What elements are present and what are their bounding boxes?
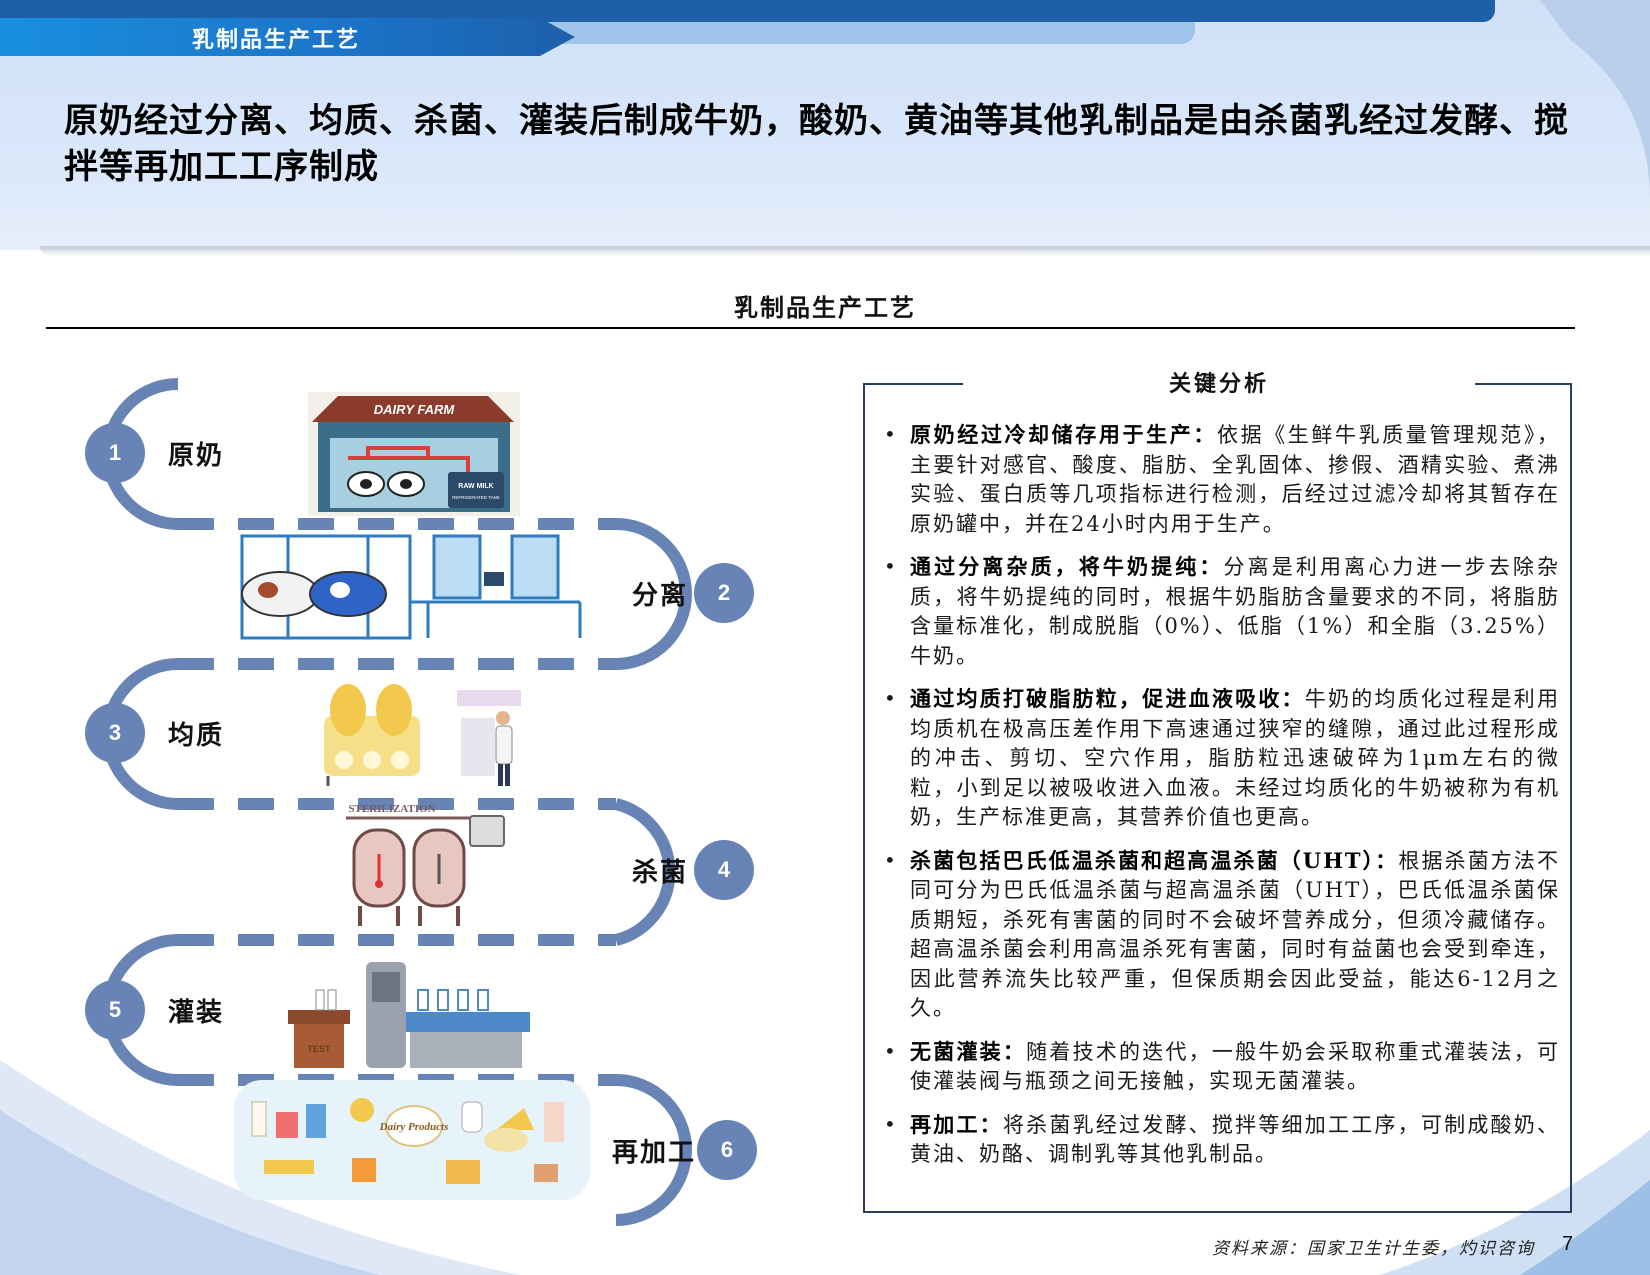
sterilization-label: STERILIZATION [348, 803, 435, 815]
analysis-item-separation: 通过分离杂质，将牛奶提纯：分离是利用离心力进一步去除杂质，将牛奶提纯的同时，根据… [880, 552, 1560, 671]
analysis-item-lead: 通过分离杂质，将牛奶提纯： [910, 554, 1224, 579]
section-tag-label: 乳制品生产工艺 [192, 27, 361, 53]
step-6-label: 再加工 [612, 1138, 697, 1168]
step-1-label: 原奶 [168, 441, 225, 471]
analysis-item-lead: 原奶经过冷却储存用于生产： [910, 422, 1217, 447]
section-tag [0, 18, 575, 56]
analysis-item-raw-milk: 原奶经过冷却储存用于生产：依据《生鲜牛乳质量管理规范》，主要针对感官、酸度、脂肪… [880, 420, 1560, 539]
analysis-item-lead: 杀菌包括巴氏低温杀菌和超高温杀菌（UHT）： [910, 847, 1399, 873]
process-flow: 1 原奶 2 分离 3 均质 4 杀菌 5 灌装 6 再加工 DAIRY FAR… [0, 340, 800, 1240]
step-2-label: 分离 [632, 581, 689, 611]
analysis-item-text: 分离是利用离心力进一步去除杂质，将牛奶提纯的同时，根据牛奶脂肪含量要求的不同，将… [910, 555, 1560, 668]
step-5-number: 5 [85, 980, 145, 1040]
analysis-item-filling: 无菌灌装：随着技术的迭代，一般牛奶会采取称重式灌装法，可使灌装阀与瓶颈之间无接触… [880, 1037, 1560, 1097]
top-accent-bar [0, 0, 1495, 22]
separation-illustration [240, 534, 582, 640]
step-3-label: 均质 [168, 721, 225, 751]
step-1-number: 1 [85, 423, 145, 483]
header-shadow [40, 246, 1650, 256]
analysis-title: 关键分析 [1168, 371, 1269, 397]
step-5-label: 灌装 [168, 998, 225, 1028]
step-3-number: 3 [85, 703, 145, 763]
analysis-item-homogenization: 通过均质打破脂肪粒，促进血液吸收：牛奶的均质化过程是利用均质机在极高压差作用下高… [880, 684, 1560, 833]
homogenizer-illustration [324, 684, 420, 786]
filling-illustration: TEST [288, 962, 530, 1068]
analysis-item-text: 牛奶的均质化过程是利用均质机在极高压差作用下高速通过狭窄的缝隙，通过此过程形成的… [910, 687, 1561, 829]
sterilization-illustration: STERILIZATION [346, 803, 505, 926]
analysis-title-wrap: 关键分析 [963, 366, 1475, 402]
dairy-products-label: Dairy Products [379, 1121, 449, 1133]
analysis-item-sterilization: 杀菌包括巴氏低温杀菌和超高温杀菌（UHT）：根据杀菌方法不同可分为巴氏低温杀菌与… [880, 846, 1560, 1024]
tank-sublabel-text: REFRIGERATED TANK [452, 495, 500, 500]
analysis-item-reprocessing: 再加工：将杀菌乳经过发酵、搅拌等细加工工序，可制成酸奶、黄油、奶酪、调制乳等其他… [880, 1110, 1560, 1170]
analysis-item-text: 将杀菌乳经过发酵、搅拌等细加工工序，可制成酸奶、黄油、奶酪、调制乳等其他乳制品。 [910, 1112, 1560, 1167]
step-2-number: 2 [694, 563, 754, 623]
analysis-item-text: 根据杀菌方法不同可分为巴氏低温杀菌与超高温杀菌（UHT），巴氏低温杀菌保质期短，… [910, 848, 1561, 1021]
farm-sign-text: DAIRY FARM [374, 402, 456, 417]
top-accent-bar-light [540, 22, 1195, 44]
analysis-item-text: 随着技术的迭代，一般牛奶会采取称重式灌装法，可使灌装阀与瓶颈之间无接触，实现无菌… [910, 1039, 1561, 1094]
lab-worker-illustration [457, 690, 521, 786]
dairy-products-illustration: Dairy Products [234, 1080, 590, 1200]
analysis-item-lead: 通过均质打破脂肪粒，促进血液吸收： [910, 686, 1305, 711]
analysis-item-lead: 再加工： [910, 1111, 1003, 1137]
tank-label-text: RAW MILK [458, 483, 493, 490]
analysis-item-lead: 无菌灌装： [910, 1038, 1027, 1064]
test-sign-text: TEST [307, 1044, 331, 1054]
page-headline: 原奶经过分离、均质、杀菌、灌装后制成牛奶，酸奶、黄油等其他乳制品是由杀菌乳经过发… [64, 101, 1569, 187]
step-6-number: 6 [697, 1120, 757, 1180]
dairy-farm-illustration: DAIRY FARM RAW MILK REFRIGERATED TANK [308, 392, 520, 516]
title-divider [46, 327, 1575, 329]
step-4-number: 4 [694, 840, 754, 900]
analysis-item-text: 依据《生鲜牛乳质量管理规范》，主要针对感官、酸度、脂肪、全乳固体、掺假、酒精实验… [910, 423, 1561, 536]
diagram-title: 乳制品生产工艺 [734, 293, 916, 322]
source-note: 资料来源：国家卫生计生委，灼识咨询 [1212, 1239, 1535, 1259]
step-4-label: 杀菌 [632, 858, 689, 888]
analysis-list: 原奶经过冷却储存用于生产：依据《生鲜牛乳质量管理规范》，主要针对感官、酸度、脂肪… [880, 420, 1560, 1183]
page-number: 7 [1562, 1233, 1574, 1255]
